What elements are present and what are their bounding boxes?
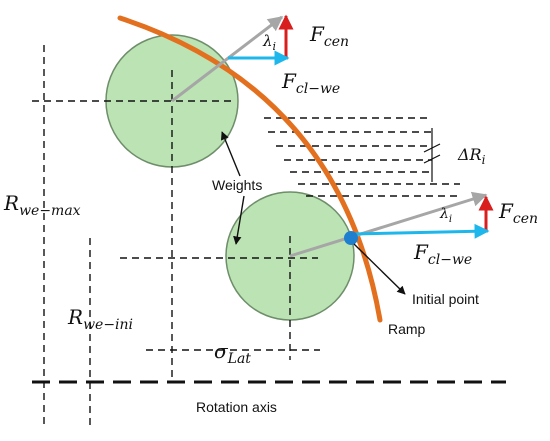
label-f-cen-top: Fcen (309, 22, 349, 50)
ramp-curve (117, 15, 383, 323)
contact-point (344, 231, 358, 245)
label-lambda-top: λi (262, 32, 276, 53)
resultant-arrow-bottom (289, 191, 488, 258)
resultant-arrow-top (171, 15, 284, 103)
label-sigma-lat: σLat (214, 339, 251, 367)
pointer-arrows (220, 131, 406, 295)
label-weights: Weights (212, 177, 262, 193)
label-r-we-ini: Rwe−ini (67, 305, 133, 333)
label-delta-r: ΔRi (457, 145, 486, 167)
label-lambda-bottom: λi (439, 206, 452, 225)
label-f-cen-bottom: Fcen (498, 199, 538, 227)
clamping-arrow-bottom (351, 223, 490, 239)
delta-r-dimension (423, 128, 441, 182)
label-f-clwe-top: Fcl−we (281, 69, 340, 97)
label-f-clwe-bottom: Fcl−we (413, 240, 472, 268)
label-ramp: Ramp (388, 321, 426, 337)
label-r-we-max: Rwe−max (3, 191, 81, 219)
dashed-guides (32, 45, 460, 425)
label-rotation-axis: Rotation axis (196, 399, 277, 415)
label-initial-point: Initial point (412, 291, 479, 307)
